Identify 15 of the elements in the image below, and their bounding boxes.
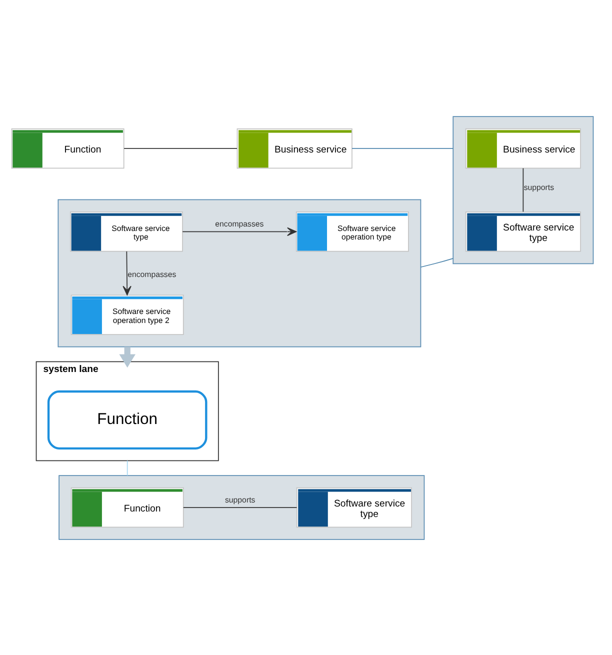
- cluster: [58, 198, 422, 347]
- connector: [126, 460, 128, 476]
- connector: [182, 506, 298, 508]
- node-box: Function: [47, 390, 208, 450]
- arrow: [182, 226, 297, 236]
- connector: [420, 257, 454, 268]
- arrow: [119, 346, 136, 368]
- edge-label: encompasses: [128, 269, 176, 278]
- edge-label: supports: [224, 494, 256, 504]
- connector: [522, 167, 524, 212]
- cluster: [452, 116, 594, 264]
- arrow: [122, 250, 132, 295]
- edge-label: supports: [524, 182, 554, 192]
- edge-label: encompasses: [215, 219, 264, 228]
- cluster: [58, 474, 425, 540]
